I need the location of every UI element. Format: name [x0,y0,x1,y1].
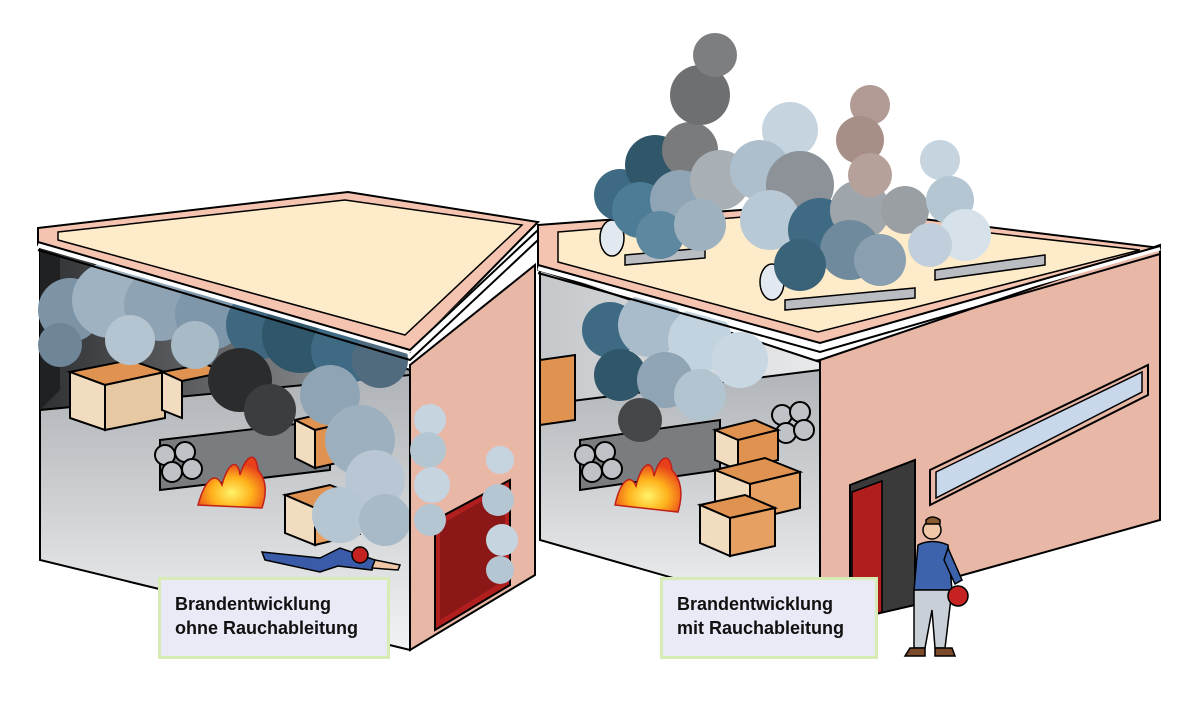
caption-with-extraction: Brandentwicklung mit Rauchableitung [660,577,878,659]
roof-vents [599,219,1046,311]
building-without-extraction [37,190,541,652]
caption-line-1: Brandentwicklung [175,594,332,614]
caption-line-1: Brandentwicklung [677,594,834,614]
caption-line-2: mit Rauchableitung [677,618,845,638]
caption-without-extraction: Brandentwicklung ohne Rauchableitung [158,577,390,659]
lying-person [260,546,402,573]
fire [197,456,266,509]
smoke-plumes [594,33,991,291]
building-with-extraction [537,33,1161,657]
smoke-inside [582,293,768,442]
roof [57,199,524,336]
caption-line-2: ohne Rauchableitung [175,618,359,638]
standing-person [903,516,969,657]
smoke-escaping [410,404,518,584]
fire [614,457,682,513]
boxes [539,353,804,558]
pipes [154,418,331,492]
pipes [574,401,815,492]
